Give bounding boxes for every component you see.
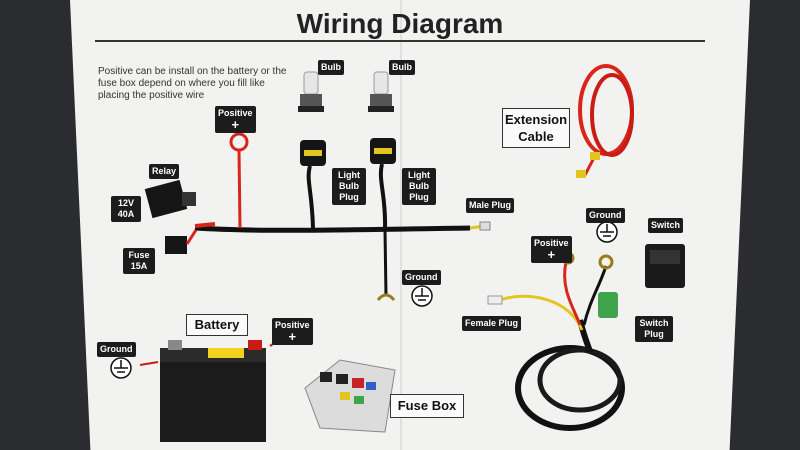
light-bulb-plug-right-label: Light Bulb Plug	[402, 168, 436, 205]
ground-mid-label: Ground	[402, 270, 441, 285]
main-harness-wire	[194, 225, 471, 233]
extension-cable-label: Extension Cable	[502, 108, 570, 148]
ground-symbol-icon	[110, 221, 618, 379]
sheet-fold	[400, 0, 402, 450]
switch-label: Switch	[648, 218, 684, 233]
cable-coil-icon	[576, 64, 634, 178]
relay-label: Relay	[149, 164, 180, 179]
fuse-box-icon	[304, 359, 396, 433]
bulb-left-label: Bulb	[318, 60, 344, 75]
bulb-icon	[298, 71, 394, 112]
relay-icon	[144, 179, 196, 219]
ring-terminal-icon	[229, 132, 249, 152]
battery-label: Battery	[186, 314, 248, 336]
positive-battery-label: Positive+	[272, 318, 313, 345]
positive-top-label: Positive+	[215, 106, 256, 133]
bulb-right-label: Bulb	[389, 60, 415, 75]
switch-icon	[645, 244, 685, 288]
page-title: Wiring Diagram	[296, 8, 504, 39]
fuse-icon	[165, 229, 198, 254]
relay-rating-label: 12V 40A	[111, 196, 141, 222]
title-divider	[95, 40, 705, 42]
bulb-plug-icon	[300, 138, 396, 229]
switch-harness-icon	[487, 251, 625, 431]
fuse-box-label: Fuse Box	[390, 394, 464, 418]
fuse-label: Fuse 15A	[123, 248, 155, 274]
female-plug-label: Female Plug	[462, 316, 522, 331]
light-bulb-plug-left-label: Light Bulb Plug	[332, 168, 366, 205]
ground-battery-label: Ground	[97, 342, 136, 357]
battery-icon	[160, 340, 266, 442]
ground-right-label: Ground	[586, 208, 625, 223]
switch-plug-label: Switch Plug	[635, 316, 673, 342]
positive-note: Positive can be install on the battery o…	[98, 66, 287, 101]
male-plug-label: Male Plug	[466, 198, 515, 213]
positive-right-label: Positive+	[531, 236, 572, 263]
